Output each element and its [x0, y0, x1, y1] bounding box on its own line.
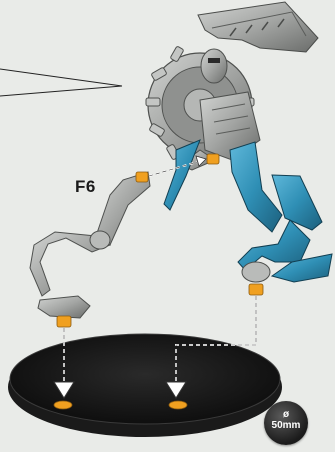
step-label: F6	[75, 177, 96, 197]
peg-hip-icon	[207, 154, 219, 164]
right-leg-blue	[164, 140, 332, 282]
base-size-badge: ø 50mm	[264, 401, 308, 445]
round-base	[8, 334, 282, 437]
base-size-value: 50mm	[264, 420, 308, 432]
left-leg	[30, 150, 215, 318]
robot-head	[201, 49, 227, 83]
blade-weapon	[198, 2, 318, 52]
base-socket-right-icon	[169, 401, 187, 409]
diameter-symbol: ø	[264, 410, 308, 420]
callout-lines	[0, 69, 122, 96]
peg-right-foot-icon	[249, 284, 263, 295]
peg-left-foot-icon	[57, 316, 71, 327]
base-socket-left-icon	[54, 401, 72, 409]
peg-shoulder-icon	[136, 172, 148, 182]
